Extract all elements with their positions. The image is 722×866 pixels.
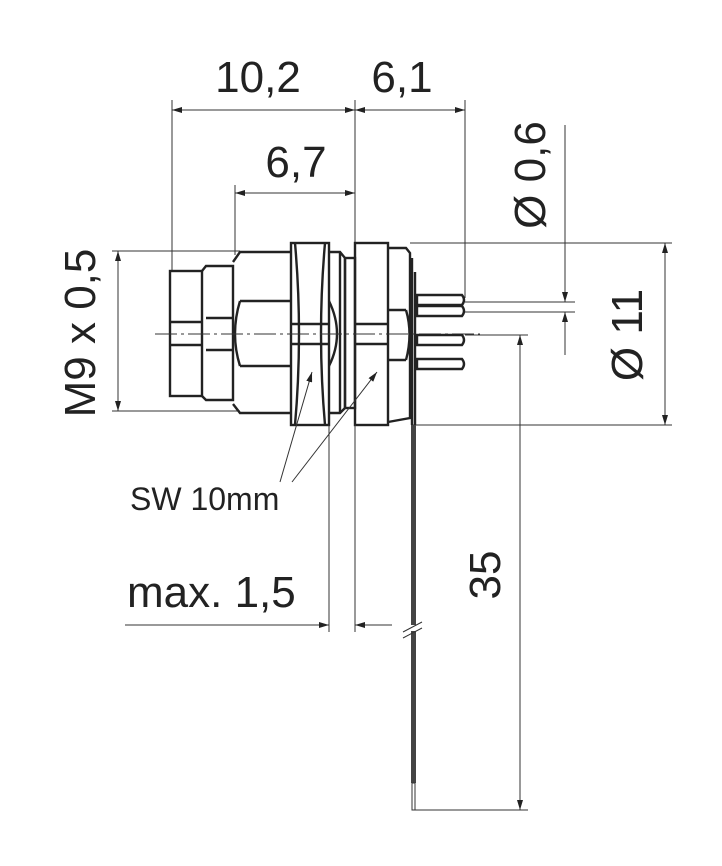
dimension-flange-diameter: Ø 11 xyxy=(410,242,672,426)
dim-label-6-7: 6,7 xyxy=(265,138,326,187)
dim-label-flange-diameter: Ø 11 xyxy=(603,289,652,381)
dim-label-10-2: 10,2 xyxy=(215,53,301,102)
contact-pins xyxy=(415,293,466,371)
dimension-pin-diameter: Ø 0,6 xyxy=(465,121,575,355)
dim-label-pin-diameter: Ø 0,6 xyxy=(506,121,555,229)
dimension-thread: M9 x 0,5 xyxy=(56,249,240,418)
panel-thickness-label: max. 1,5 xyxy=(127,568,296,617)
dimension-panel-thickness: max. 1,5 xyxy=(125,425,392,632)
wrench-size-callout: SW 10mm xyxy=(130,371,378,517)
dim-label-thread: M9 x 0,5 xyxy=(56,249,105,418)
dim-label-lead-length: 35 xyxy=(461,551,510,600)
wrench-size-label: SW 10mm xyxy=(130,481,279,517)
dimension-6-7: 6,7 xyxy=(234,138,355,255)
connector-body xyxy=(155,241,480,427)
dimension-10-2: 10,2 6,1 xyxy=(171,53,466,298)
dim-label-6-1: 6,1 xyxy=(371,53,432,102)
lead-wire xyxy=(402,425,423,811)
dimension-lead-length: 35 xyxy=(412,334,528,811)
